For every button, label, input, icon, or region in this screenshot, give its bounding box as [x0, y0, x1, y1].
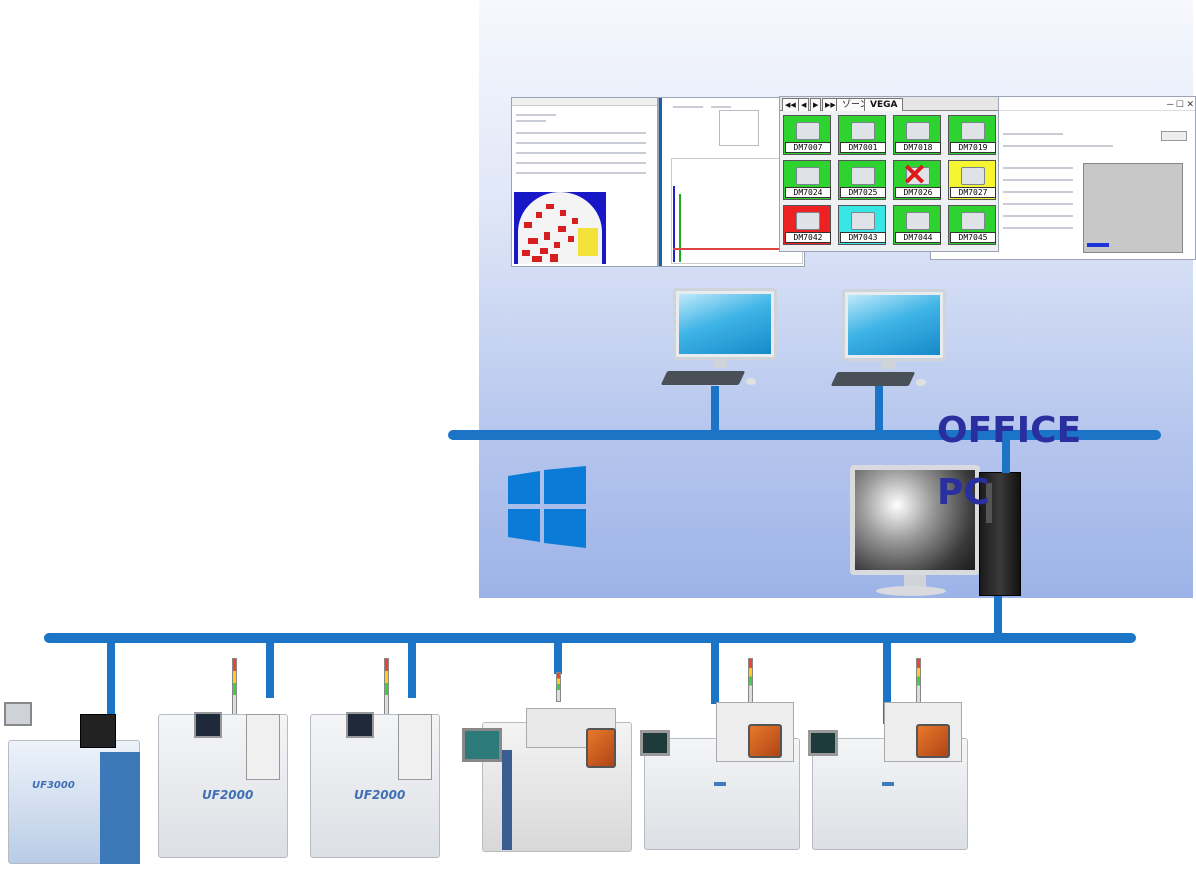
machine-thumbnail-icon: [851, 122, 875, 140]
status-tile[interactable]: DM7019: [948, 115, 996, 155]
machine-thumbnail-icon: [796, 212, 820, 230]
status-tile-name: DM7026: [895, 187, 941, 198]
status-tile-name: DM7045: [950, 232, 996, 243]
status-tile[interactable]: DM7043: [838, 205, 886, 245]
machine-thumbnail-icon: [796, 167, 820, 185]
status-tile[interactable]: DM7018: [893, 115, 941, 155]
status-tile-name: DM7019: [950, 142, 996, 153]
machine-4-drop: [554, 640, 562, 674]
machine-1-drop: [107, 640, 115, 716]
error-cross-icon: ✕: [902, 159, 928, 192]
tab-prev[interactable]: ◀: [798, 98, 810, 111]
machine-3-model: UF2000: [354, 788, 406, 802]
machine-5-drop: [711, 640, 719, 704]
status-tile[interactable]: DM7027: [948, 160, 996, 200]
server-office-drop: [1002, 437, 1010, 473]
machine-3-drop: [408, 640, 416, 698]
machine-thumbnail-icon: [906, 167, 930, 185]
machine-thumbnail-icon: [906, 122, 930, 140]
server-monitor: [850, 465, 980, 575]
status-tile[interactable]: DM7007: [783, 115, 831, 155]
machine-thumbnail-icon: [796, 122, 820, 140]
machine-2-model: UF2000: [202, 788, 254, 802]
status-tile-name: DM7001: [840, 142, 886, 153]
machine-1-model: UF3000: [32, 780, 75, 791]
tab-first[interactable]: ◀◀: [782, 98, 799, 111]
machine-thumbnail-icon: [906, 212, 930, 230]
machine-thumbnail-icon: [851, 212, 875, 230]
status-tile[interactable]: DM7025: [838, 160, 886, 200]
wafer-map: [514, 192, 606, 264]
office-label-line2: PC: [937, 472, 990, 513]
machine-6-drop: [883, 640, 891, 724]
tab-next[interactable]: ▶: [810, 98, 822, 111]
prober-1: UF3000: [4, 700, 140, 865]
equipment-network-line: [44, 633, 1136, 643]
status-tabs: ◀◀ ◀ ▶ ▶▶ ゾーン VEGA: [780, 97, 998, 111]
status-tile-name: DM7027: [950, 187, 996, 198]
office-label-line1: OFFICE: [937, 410, 1082, 451]
status-tile-name: DM7007: [785, 142, 831, 153]
tab-vega[interactable]: VEGA: [864, 98, 904, 111]
data-list-window: [511, 97, 658, 267]
status-tile[interactable]: DM7042: [783, 205, 831, 245]
machine-thumbnail-icon: [961, 167, 985, 185]
windows-logo-icon: [508, 466, 586, 548]
status-tile[interactable]: DM7045: [948, 205, 996, 245]
office-network-line: [448, 430, 1161, 440]
status-tile-name: DM7044: [895, 232, 941, 243]
machine-thumbnail-icon: [961, 212, 985, 230]
status-tile[interactable]: ✕DM7026: [893, 160, 941, 200]
status-tile-name: DM7042: [785, 232, 831, 243]
prober-4: [462, 672, 638, 862]
machine-thumbnail-icon: [961, 122, 985, 140]
client-pc-1-drop: [711, 386, 719, 432]
status-tile-name: DM7043: [840, 232, 886, 243]
status-tile-name: DM7018: [895, 142, 941, 153]
client-pc-2-drop: [875, 386, 883, 432]
status-tile-name: DM7025: [840, 187, 886, 198]
prober-3: UF2000: [306, 654, 444, 864]
status-tile[interactable]: DM7044: [893, 205, 941, 245]
machine-thumbnail-icon: [851, 167, 875, 185]
status-tile[interactable]: DM7024: [783, 160, 831, 200]
office-pc-label: OFFICE PC: [937, 400, 1107, 524]
machine-2-drop: [266, 640, 274, 698]
prober-2: UF2000: [154, 654, 292, 864]
server-equipment-drop: [994, 596, 1002, 636]
prober-5: [640, 658, 802, 854]
prober-6: [808, 658, 970, 854]
server-tower: [979, 472, 1021, 596]
status-tile-name: DM7024: [785, 187, 831, 198]
status-tile[interactable]: DM7001: [838, 115, 886, 155]
